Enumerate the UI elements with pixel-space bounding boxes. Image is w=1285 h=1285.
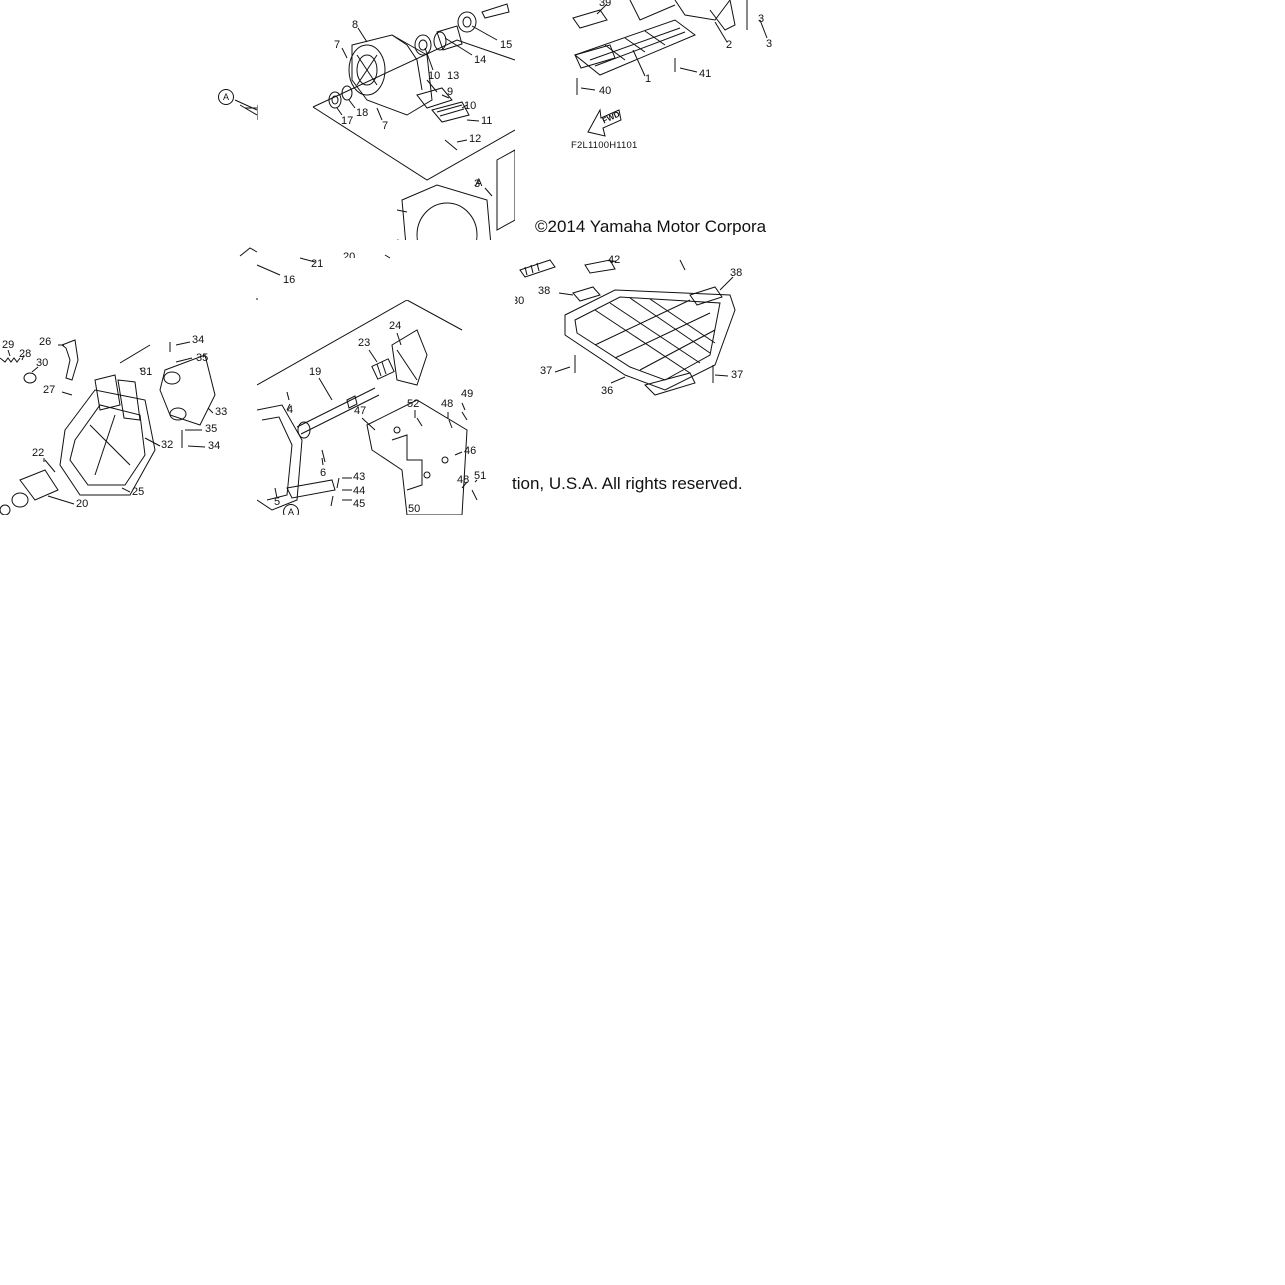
callout-label: 7 xyxy=(334,39,341,51)
callout-label: 51 xyxy=(474,470,487,482)
callout-label: 17 xyxy=(341,115,354,127)
callout-label: 24 xyxy=(389,320,402,332)
callout-label: 20 xyxy=(76,498,89,510)
callout-label: 33 xyxy=(215,406,228,418)
callout-label: 50 xyxy=(408,503,421,515)
callout-label: 1 xyxy=(645,73,652,85)
nozzle-drawing xyxy=(0,300,257,515)
diagram-tile-nozzle: 29 28 30 26 27 31 34 35 33 32 35 34 22 2… xyxy=(0,300,257,515)
callout-label: 38 xyxy=(730,267,743,279)
callout-label: 43 xyxy=(353,471,366,483)
callout-label: 12 xyxy=(469,133,482,145)
callout-label: 52 xyxy=(407,398,420,410)
callout-label: 48 xyxy=(457,474,470,486)
copyright-notice-top: ©2014 Yamaha Motor Corpora xyxy=(535,218,767,235)
callout-label: 47 xyxy=(354,405,367,417)
callout-label: A xyxy=(475,177,483,189)
callout-label: 9 xyxy=(447,86,454,98)
diagram-tile-drive-shaft: 24 23 19 4 47 52 48 49 46 6 43 44 45 48 … xyxy=(257,300,507,515)
callout-label: 35 xyxy=(196,352,209,364)
lower-strip-drawing xyxy=(235,240,505,300)
callout-label: 4 xyxy=(287,404,294,416)
callout-label: 18 xyxy=(356,107,369,119)
callout-label: 2 xyxy=(726,39,733,51)
callout-label: 32 xyxy=(161,439,174,451)
callout-label: 3 xyxy=(758,13,765,25)
copyright-notice-bottom: tion, U.S.A. All rights reserved. xyxy=(512,474,743,493)
callout-label: 49 xyxy=(461,388,474,400)
callout-label: 36 xyxy=(601,385,614,397)
callout-label: 28 xyxy=(19,348,32,360)
callout-label: 42 xyxy=(608,255,621,266)
callout-label: 11 xyxy=(481,115,493,127)
callout-label: 48 xyxy=(441,398,454,410)
callout-label: 13 xyxy=(447,70,460,82)
diagram-tile-ride-plate: 42 38 38 30 37 36 37 xyxy=(515,255,772,465)
callout-label: 40 xyxy=(599,85,612,97)
callout-label: 23 xyxy=(358,337,371,349)
diagram-tile-lower-strip: 21 16 20 xyxy=(235,240,505,300)
callout-label: 16 xyxy=(283,274,296,286)
callout-label: 41 xyxy=(699,68,712,80)
callout-label: 3 xyxy=(474,178,481,190)
callout-label: 7 xyxy=(382,120,389,132)
callout-label: 6 xyxy=(320,467,327,479)
callout-label: 26 xyxy=(39,336,52,348)
callout-label: 20 xyxy=(343,252,355,258)
drive-shaft-drawing xyxy=(257,300,507,515)
callout-label: 30 xyxy=(36,357,49,369)
ride-plate-drawing xyxy=(515,255,772,465)
diagram-part-code: F2L1100H1101 xyxy=(571,140,638,151)
callout-label: 34 xyxy=(192,334,205,346)
diagram-tile-intake-grate: 39 2 3 1 41 40 3 FWD F2L1100H1101 xyxy=(515,0,772,210)
callout-label: 8 xyxy=(352,19,359,31)
callout-label: 29 xyxy=(2,339,15,351)
callout-label: 10 xyxy=(464,100,477,112)
callout-label: 35 xyxy=(205,423,218,435)
callout-label: 14 xyxy=(474,54,487,66)
callout-label: 21 xyxy=(311,258,324,270)
callout-label: 25 xyxy=(132,486,145,498)
callout-label: 10 xyxy=(428,70,441,82)
diagram-tile-left-partial: A xyxy=(200,80,257,260)
callout-label: 38 xyxy=(538,285,551,297)
callout-label: 37 xyxy=(540,365,553,377)
callout-label: 15 xyxy=(500,39,513,51)
diagram-tile-pump-housing: 8 7 13 14 15 10 9 10 11 12 17 18 7 A xyxy=(257,0,515,257)
callout-label: 34 xyxy=(208,440,221,452)
section-marker-a: A xyxy=(218,89,234,105)
callout-label: 19 xyxy=(309,366,322,378)
callout-label: 27 xyxy=(43,384,56,396)
callout-label: 44 xyxy=(353,485,366,497)
callout-label: 22 xyxy=(32,447,45,459)
callout-label: 39 xyxy=(599,0,612,9)
callout-label: 46 xyxy=(464,445,477,457)
callout-label: 3 xyxy=(766,38,772,50)
left-partial-drawing xyxy=(200,80,257,260)
intake-grate-drawing xyxy=(515,0,772,210)
pump-housing-drawing xyxy=(257,0,515,257)
callout-label: 30 xyxy=(515,295,525,307)
callout-label: 5 xyxy=(274,496,281,508)
section-marker-a: A xyxy=(283,504,299,515)
callout-label: 45 xyxy=(353,498,366,510)
callout-label: 37 xyxy=(731,369,744,381)
callout-label: 31 xyxy=(140,366,153,378)
